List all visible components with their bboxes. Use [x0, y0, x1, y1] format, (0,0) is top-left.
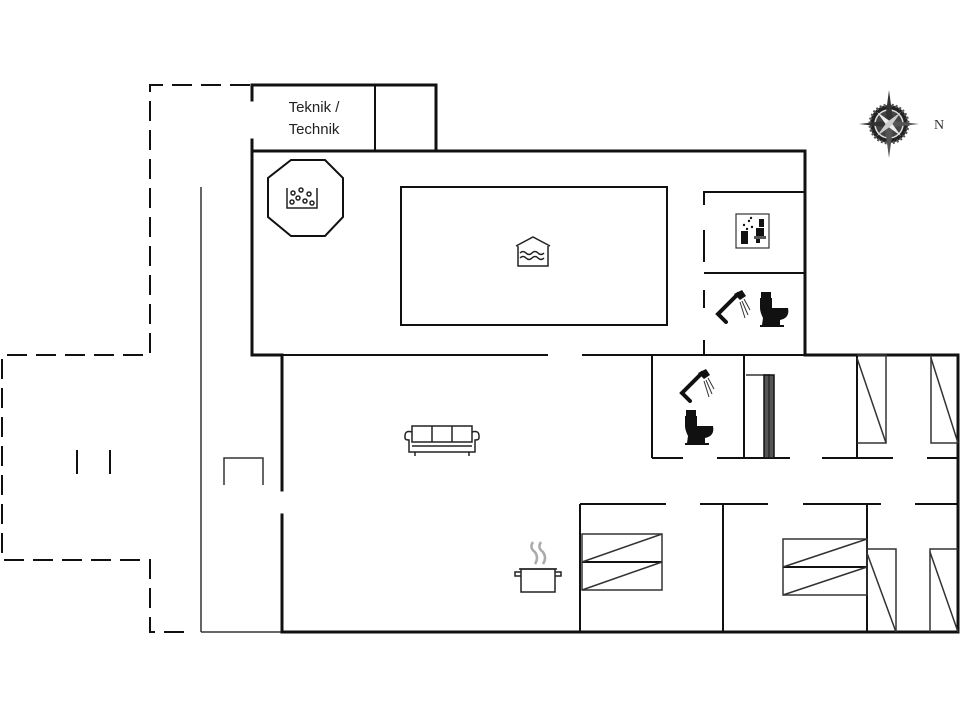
- bed-bunk-1: [581, 533, 663, 591]
- bed-bunk-2: [782, 538, 868, 596]
- single-bed-2: [929, 548, 959, 633]
- bedroom-lower: [579, 503, 958, 632]
- terrace-outline: [1, 84, 250, 633]
- sauna-room: [703, 191, 805, 355]
- bathroom-2: [651, 355, 790, 459]
- terrace-steps: [76, 450, 111, 474]
- cooking-pot-icon: [514, 541, 562, 593]
- pool-hall: [250, 149, 807, 357]
- technik-label-line2: Technik: [289, 121, 340, 138]
- compass-north-label: N: [934, 118, 944, 133]
- stove-outline: [223, 457, 264, 485]
- sauna-icon: [735, 213, 770, 249]
- shower-icon: [715, 290, 751, 324]
- toilet-icon: [760, 292, 789, 327]
- technik-label-line1: Teknik /: [289, 99, 341, 116]
- pool-basin: [400, 186, 668, 326]
- bedroom-upper-right: [822, 354, 959, 459]
- single-bed-1: [866, 548, 897, 633]
- closet: [746, 374, 775, 459]
- compass-rose-icon: [859, 90, 919, 158]
- toilet-icon: [685, 410, 714, 445]
- indoor-pool-icon: [515, 236, 551, 267]
- shower-icon: [679, 369, 715, 403]
- whirlpool-tub: [267, 159, 344, 237]
- whirlpool-icon: [286, 187, 318, 209]
- technik-room: Teknik / Technik: [250, 83, 438, 153]
- sofa-icon: [404, 425, 480, 456]
